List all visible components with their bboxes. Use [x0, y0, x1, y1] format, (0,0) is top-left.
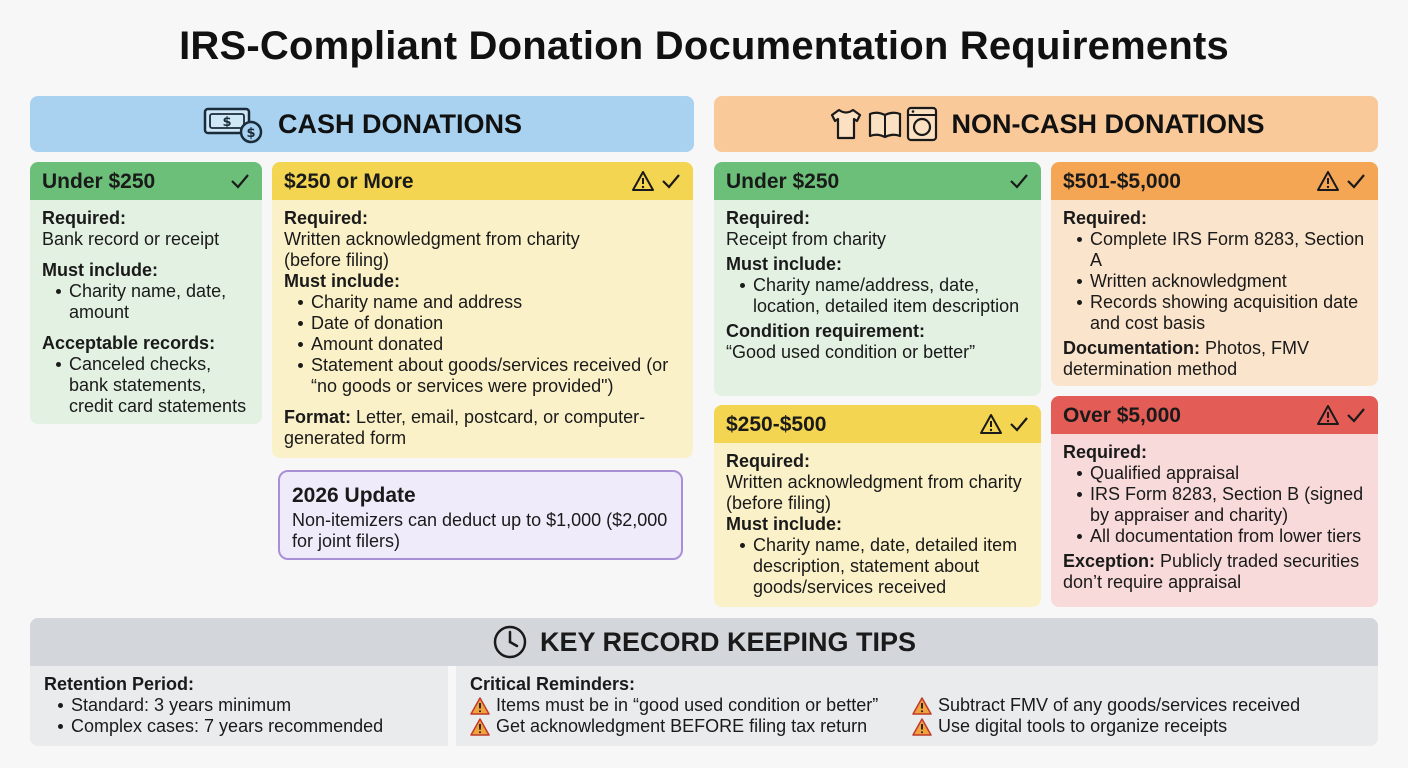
- cash-under-250-card: Under $250 Required: Bank record or rece…: [30, 162, 262, 424]
- required-label: Required:: [726, 208, 811, 228]
- check-icon: [662, 174, 680, 189]
- warning-icon: [470, 696, 490, 715]
- format-text: Format: Letter, email, postcard, or comp…: [284, 407, 646, 448]
- required-label: Required:: [1063, 442, 1148, 462]
- check-icon: [1010, 174, 1028, 189]
- card-header: $250 or More: [284, 169, 414, 193]
- warning-icon: [632, 171, 654, 191]
- svg-text:$: $: [222, 115, 231, 130]
- list-item: Standard: 3 years minimum: [56, 695, 434, 716]
- list-item: Records showing acquisition date and cos…: [1075, 292, 1366, 334]
- reminders-label: Critical Reminders:: [470, 674, 636, 694]
- check-icon: [1347, 174, 1365, 189]
- list-item: Charity name, date, detailed item descri…: [738, 535, 1029, 598]
- cash-banner-label: CASH DONATIONS: [277, 108, 522, 139]
- must-include-label: Must include:: [726, 514, 842, 534]
- noncash-banner-label: NON-CASH DONATIONS: [951, 108, 1265, 139]
- update-text: Non-itemizers can deduct up to $1,000 ($…: [292, 510, 668, 551]
- check-icon: [1010, 417, 1028, 432]
- page-title: IRS-Compliant Donation Documentation Req…: [179, 24, 1229, 68]
- reminder-item: Subtract FMV of any goods/services recei…: [912, 695, 1352, 716]
- documentation-text: Documentation: Photos, FMV determination…: [1063, 338, 1310, 379]
- required-text: Bank record or receipt: [42, 229, 220, 249]
- condition-label: Condition requirement:: [726, 321, 925, 341]
- cash-donations-banner: $ $ CASH DONATIONS: [30, 96, 694, 152]
- list-item: Charity name, date, amount: [54, 281, 250, 323]
- reminder-item: Items must be in “good used condition or…: [470, 695, 912, 716]
- list-item: Written acknowledgment: [1075, 271, 1366, 292]
- warning-icon: [1317, 405, 1339, 425]
- required-text: (before filing): [284, 250, 390, 270]
- warning-icon: [470, 717, 490, 736]
- must-include-label: Must include:: [726, 254, 842, 274]
- acceptable-records-label: Acceptable records:: [42, 333, 216, 353]
- must-include-label: Must include:: [42, 260, 158, 280]
- required-label: Required:: [1063, 208, 1148, 228]
- exception-text: Exception: Publicly traded securities do…: [1063, 551, 1360, 592]
- check-icon: [231, 174, 249, 189]
- update-title: 2026 Update: [292, 484, 416, 507]
- retention-period-panel: Retention Period: Standard: 3 years mini…: [30, 666, 448, 746]
- condition-text: “Good used condition or better”: [726, 342, 976, 362]
- noncash-501-5000-card: $501-$5,000 Required: Complete IRS Form …: [1051, 162, 1378, 386]
- card-header: Under $250: [726, 169, 840, 193]
- tips-banner: KEY RECORD KEEPING TIPS: [30, 618, 1378, 666]
- list-item: Canceled checks, bank statements, credit…: [54, 354, 250, 417]
- required-text: Written acknowledgment from charity (bef…: [726, 472, 1022, 513]
- list-item: Date of donation: [296, 313, 681, 334]
- card-header: $250-$500: [726, 412, 827, 436]
- warning-icon: [1317, 171, 1339, 191]
- list-item: Complex cases: 7 years recommended: [56, 716, 434, 737]
- list-item: Amount donated: [296, 334, 681, 355]
- required-text: Written acknowledgment from charity: [284, 229, 580, 249]
- washing-machine-icon: [906, 106, 937, 142]
- noncash-donations-banner: NON-CASH DONATIONS: [714, 96, 1378, 152]
- list-item: Complete IRS Form 8283, Section A: [1075, 229, 1366, 271]
- noncash-250-500-card: $250-$500 Required: Written acknowledgme…: [714, 405, 1041, 607]
- card-header: Over $5,000: [1063, 403, 1181, 427]
- required-label: Required:: [726, 451, 811, 471]
- warning-icon: [980, 414, 1002, 434]
- required-label: Required:: [42, 208, 127, 228]
- update-callout: 2026 Update Non-itemizers can deduct up …: [278, 470, 683, 560]
- list-item: Charity name and address: [296, 292, 681, 313]
- list-item: Charity name/address, date, location, de…: [738, 275, 1029, 317]
- clothing-icon: [830, 108, 861, 140]
- list-item: Statement about goods/services received …: [296, 355, 681, 397]
- card-header: Under $250: [42, 169, 156, 193]
- cash-250-or-more-card: $250 or More Required: Written acknowled…: [272, 162, 693, 458]
- book-icon: [868, 111, 901, 139]
- clock-icon: [493, 625, 527, 659]
- warning-icon: [912, 717, 932, 736]
- check-icon: [1347, 408, 1365, 423]
- noncash-over-5000-card: Over $5,000 Required: Qualified appraisa…: [1051, 396, 1378, 607]
- tips-banner-label: KEY RECORD KEEPING TIPS: [539, 626, 917, 657]
- money-icon: $ $: [202, 104, 264, 144]
- svg-text:$: $: [246, 126, 255, 141]
- reminder-item: Use digital tools to organize receipts: [912, 716, 1352, 737]
- list-item: IRS Form 8283, Section B (signed by appr…: [1075, 484, 1366, 526]
- card-header: $501-$5,000: [1063, 169, 1181, 193]
- retention-label: Retention Period:: [44, 674, 195, 694]
- noncash-under-250-card: Under $250 Required: Receipt from charit…: [714, 162, 1041, 396]
- reminder-item: Get acknowledgment BEFORE filing tax ret…: [470, 716, 912, 737]
- required-label: Required:: [284, 208, 369, 228]
- required-text: Receipt from charity: [726, 229, 887, 249]
- must-include-label: Must include:: [284, 271, 400, 291]
- list-item: All documentation from lower tiers: [1075, 526, 1366, 547]
- list-item: Qualified appraisal: [1075, 463, 1366, 484]
- critical-reminders-panel: Critical Reminders: Items must be in “go…: [456, 666, 1378, 746]
- warning-icon: [912, 696, 932, 715]
